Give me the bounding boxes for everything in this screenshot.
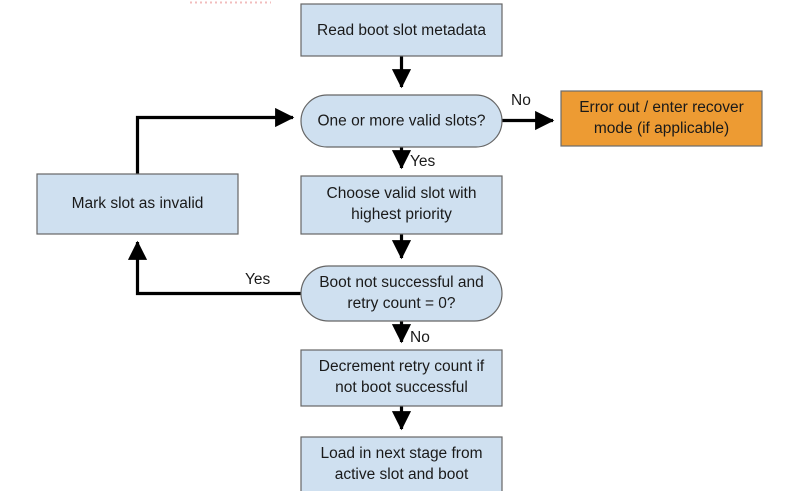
node-label-read-boot-slot-metadata: Read boot slot metadata (317, 22, 486, 39)
node-choose-valid-slot-highest-priority[interactable]: Choose valid slot with highest priority (300, 175, 503, 235)
node-label-load-next-stage-line2: active slot and boot (335, 466, 469, 483)
node-label-error-out-line1: Error out / enter recover (579, 99, 744, 116)
node-label-boot-check-line2: retry count = 0? (347, 295, 456, 312)
edge-boot-check-no-decrement: No (391, 321, 430, 346)
node-label-one-or-more-valid-slots: One or more valid slots? (318, 113, 486, 130)
edge-mark-invalid-to-valid-slots (135, 107, 295, 174)
node-label-mark-slot-as-invalid: Mark slot as invalid (72, 195, 204, 212)
node-decrement-retry-count[interactable]: Decrement retry count if not boot succes… (300, 349, 503, 407)
node-read-boot-slot-metadata[interactable]: Read boot slot metadata (300, 3, 503, 57)
node-mark-slot-as-invalid[interactable]: Mark slot as invalid (36, 173, 239, 235)
node-label-decrement-line1: Decrement retry count if (319, 358, 485, 375)
edge-label-valid-slots-no: No (511, 92, 531, 109)
edge-label-boot-check-no: No (410, 329, 430, 346)
node-label-error-out-line2: mode (if applicable) (594, 120, 729, 137)
edge-valid-slots-yes-choose: Yes (391, 147, 436, 170)
edge-valid-slots-no-error: No (502, 92, 555, 131)
node-one-or-more-valid-slots[interactable]: One or more valid slots? (300, 94, 503, 148)
node-label-choose-valid-slot-line2: highest priority (351, 206, 452, 223)
node-label-boot-check-line1: Boot not successful and (319, 274, 484, 291)
edge-boot-check-yes-mark-invalid: Yes (127, 240, 301, 296)
edge-label-valid-slots-yes: Yes (410, 153, 436, 170)
edge-label-boot-check-yes: Yes (245, 271, 271, 288)
node-error-out-enter-recover-mode[interactable]: Error out / enter recover mode (if appli… (560, 90, 763, 147)
node-label-load-next-stage-line1: Load in next stage from (321, 445, 483, 462)
node-load-next-stage-active-slot[interactable]: Load in next stage from active slot and … (300, 436, 503, 491)
node-label-decrement-line2: not boot successful (335, 379, 468, 396)
node-label-choose-valid-slot-line1: Choose valid slot with (327, 185, 477, 202)
node-boot-not-successful-retry-zero[interactable]: Boot not successful and retry count = 0? (300, 265, 503, 322)
